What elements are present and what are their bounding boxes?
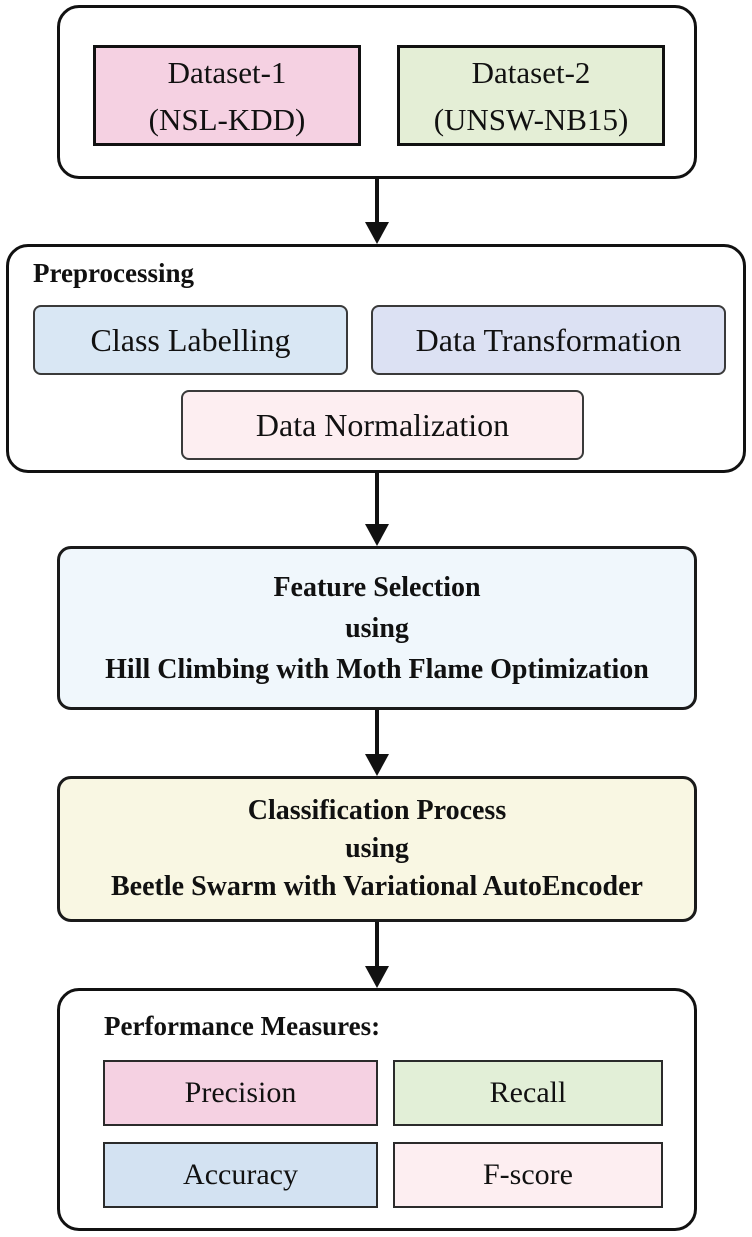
data-transformation-node: Data Transformation bbox=[371, 305, 726, 375]
dataset2-name: Dataset-2 bbox=[471, 54, 591, 90]
arrow-head-icon bbox=[365, 222, 389, 244]
arrow-shaft bbox=[375, 710, 379, 756]
data-normalization-node: Data Normalization bbox=[181, 390, 584, 460]
class-labelling-label: Class Labelling bbox=[90, 321, 291, 358]
feature-selection-line2: using bbox=[345, 612, 409, 644]
arrow-head-icon bbox=[365, 754, 389, 776]
dataset1-node: Dataset-1 (NSL-KDD) bbox=[93, 45, 361, 146]
data-normalization-label: Data Normalization bbox=[255, 406, 510, 443]
performance-measures-title: Performance Measures: bbox=[104, 1011, 381, 1041]
arrow-shaft bbox=[375, 179, 379, 224]
flow-arrow-classification-to-performance bbox=[365, 922, 389, 988]
arrow-shaft bbox=[375, 473, 379, 526]
classification-line2: using bbox=[345, 833, 409, 864]
precision-node: Precision bbox=[103, 1060, 378, 1126]
accuracy-label: Accuracy bbox=[183, 1158, 298, 1191]
class-labelling-node: Class Labelling bbox=[33, 305, 348, 375]
performance-group-container: Performance Measures: Precision Recall A… bbox=[57, 988, 697, 1231]
arrow-head-icon bbox=[365, 966, 389, 988]
datasets-group-container: Dataset-1 (NSL-KDD) Dataset-2 (UNSW-NB15… bbox=[57, 5, 697, 179]
feature-selection-node: Feature Selection using Hill Climbing wi… bbox=[57, 546, 697, 710]
classification-line3: Beetle Swarm with Variational AutoEncode… bbox=[111, 871, 643, 902]
flow-arrow-preprocessing-to-feature-selection bbox=[365, 473, 389, 546]
preprocessing-group-container: Preprocessing Class Labelling Data Trans… bbox=[6, 244, 746, 473]
fscore-node: F-score bbox=[393, 1142, 663, 1208]
arrow-head-icon bbox=[365, 524, 389, 546]
dataset2-source: (UNSW-NB15) bbox=[433, 101, 629, 137]
dataset2-node: Dataset-2 (UNSW-NB15) bbox=[397, 45, 665, 146]
feature-selection-line1: Feature Selection bbox=[273, 571, 481, 603]
recall-label: Recall bbox=[489, 1076, 567, 1109]
classification-line1: Classification Process bbox=[247, 795, 507, 826]
precision-label: Precision bbox=[184, 1076, 297, 1109]
flow-arrow-datasets-to-preprocessing bbox=[365, 179, 389, 244]
dataset1-source: (NSL-KDD) bbox=[148, 101, 306, 137]
dataset1-name: Dataset-1 bbox=[167, 54, 287, 90]
fscore-label: F-score bbox=[483, 1158, 573, 1191]
preprocessing-title: Preprocessing bbox=[33, 258, 194, 288]
classification-node: Classification Process using Beetle Swar… bbox=[57, 776, 697, 922]
recall-node: Recall bbox=[393, 1060, 663, 1126]
arrow-shaft bbox=[375, 922, 379, 968]
accuracy-node: Accuracy bbox=[103, 1142, 378, 1208]
data-transformation-label: Data Transformation bbox=[415, 321, 682, 358]
feature-selection-line3: Hill Climbing with Moth Flame Optimizati… bbox=[105, 653, 649, 685]
flow-arrow-feature-selection-to-classification bbox=[365, 710, 389, 776]
